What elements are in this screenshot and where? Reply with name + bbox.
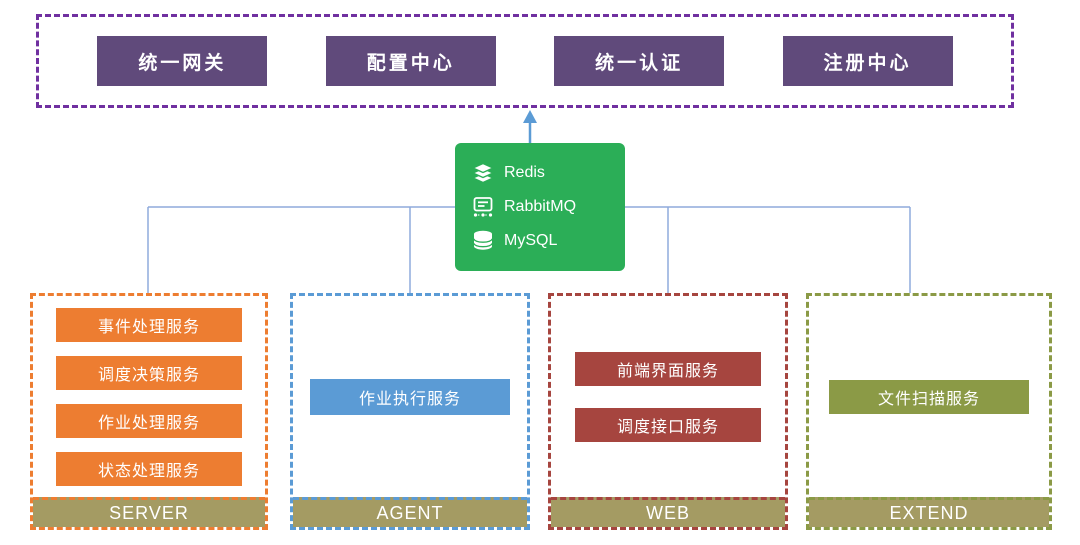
group-agent: 作业执行服务 AGENT — [290, 293, 530, 530]
service-frontend-ui: 前端界面服务 — [575, 351, 761, 386]
rabbitmq-icon — [471, 195, 495, 219]
group-label-web: WEB — [551, 497, 785, 527]
group-web: 前端界面服务 调度接口服务 WEB — [548, 293, 788, 530]
web-services: 前端界面服务 调度接口服务 — [551, 296, 785, 497]
rabbitmq-label: RabbitMQ — [504, 198, 577, 215]
middleware-rabbitmq: RabbitMQ — [471, 195, 617, 219]
middleware-mysql: MySQL — [471, 229, 617, 253]
mysql-icon — [471, 229, 495, 253]
top-box-config-center: 配置中心 — [325, 36, 496, 86]
group-extend: 文件扫描服务 EXTEND — [806, 293, 1052, 530]
agent-services: 作业执行服务 — [293, 296, 527, 497]
group-label-extend: EXTEND — [809, 497, 1049, 527]
redis-label: Redis — [504, 164, 545, 181]
redis-icon — [471, 161, 495, 185]
service-job-processing: 作业处理服务 — [56, 403, 242, 438]
service-dispatch-api: 调度接口服务 — [575, 407, 761, 442]
top-box-registry: 注册中心 — [782, 36, 953, 86]
server-services: 事件处理服务 调度决策服务 作业处理服务 状态处理服务 — [33, 296, 265, 497]
service-status-processing: 状态处理服务 — [56, 451, 242, 486]
middleware-redis: Redis — [471, 161, 617, 185]
top-box-auth: 统一认证 — [554, 36, 725, 86]
service-dispatch-decision: 调度决策服务 — [56, 355, 242, 390]
up-arrow-icon — [523, 110, 537, 143]
top-box-gateway: 统一网关 — [97, 36, 268, 86]
service-event-processing: 事件处理服务 — [56, 307, 242, 342]
service-file-scan: 文件扫描服务 — [829, 379, 1029, 414]
service-job-execution: 作业执行服务 — [310, 378, 510, 415]
middleware-box: Redis RabbitMQ — [455, 143, 625, 271]
extend-services: 文件扫描服务 — [809, 296, 1049, 497]
platform-services-group: 统一网关 配置中心 统一认证 注册中心 — [36, 14, 1014, 108]
group-label-agent: AGENT — [293, 497, 527, 527]
mysql-label: MySQL — [504, 232, 558, 249]
group-server: 事件处理服务 调度决策服务 作业处理服务 状态处理服务 SERVER — [30, 293, 268, 530]
group-label-server: SERVER — [33, 497, 265, 527]
